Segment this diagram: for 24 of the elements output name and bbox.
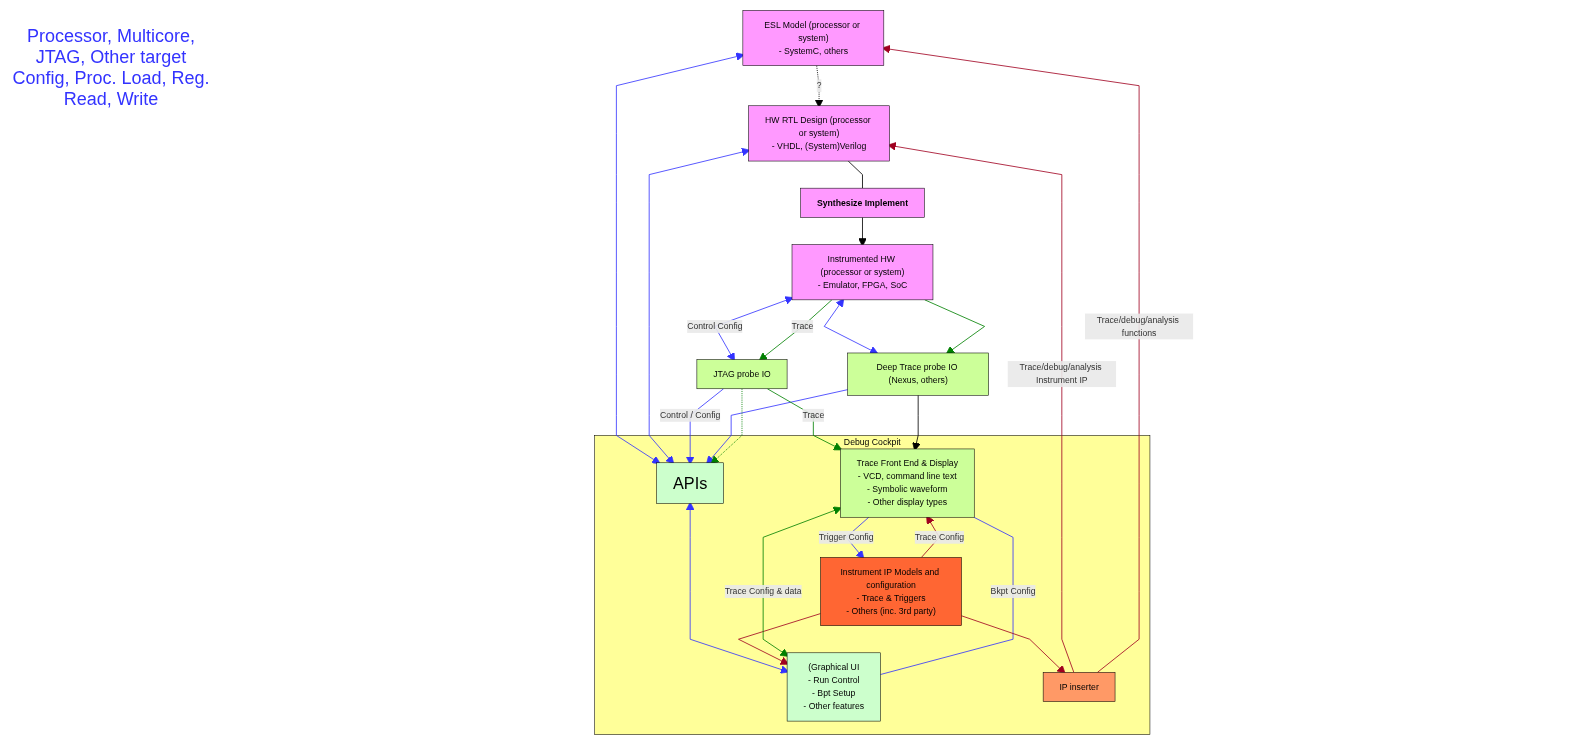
edge-label: Trace/debug/analysis Instrument IP [1019,362,1102,385]
node-box: HW RTL Design (processor or system) - VHDL, (System)Verilog [748,105,890,162]
node-box: Trace Front End & Display - VCD, command line text - Symbolic waveform - Other display types [840,448,975,518]
connector [847,160,863,189]
node-box: Instrument IP Models and configuration - Trace & Triggers - Others (inc. 3rd party) [820,557,962,626]
edge-label: Trace [791,321,814,331]
edge-label: Bkpt Config [990,586,1036,596]
node-box: (Graphical UI - Run Control - Bpt Setup - Other features [786,652,881,722]
edge-label: Trace Config & data [724,586,802,596]
edge-label: Trace [802,410,825,420]
node-box: Instrumented HW (processor or system) - Emulator, FPGA, SoC [791,244,934,301]
edge-label: Trigger Config [818,532,874,542]
node-box: JTAG probe IO [696,359,788,390]
node-box: ESL Model (processor or system) - SystemC, others [742,10,885,66]
note-text: Processor, Multicore, JTAG, Other target Config, Proc. Load, Reg. Read, Write [11,26,211,110]
node-box: Synthesize Implement [800,187,925,218]
node-box: Deep Trace probe IO (Nexus, others) [847,352,989,396]
edge-label: Trace Config [914,532,965,542]
edge-label: Trace/debug/analysis functions [1096,315,1179,338]
node-box: APIs [656,462,724,504]
edge-label: Control Config [687,321,743,331]
edge-label: Control / Config [660,410,721,420]
node-box: IP inserter [1042,672,1116,702]
edge-label: ? [816,80,822,91]
